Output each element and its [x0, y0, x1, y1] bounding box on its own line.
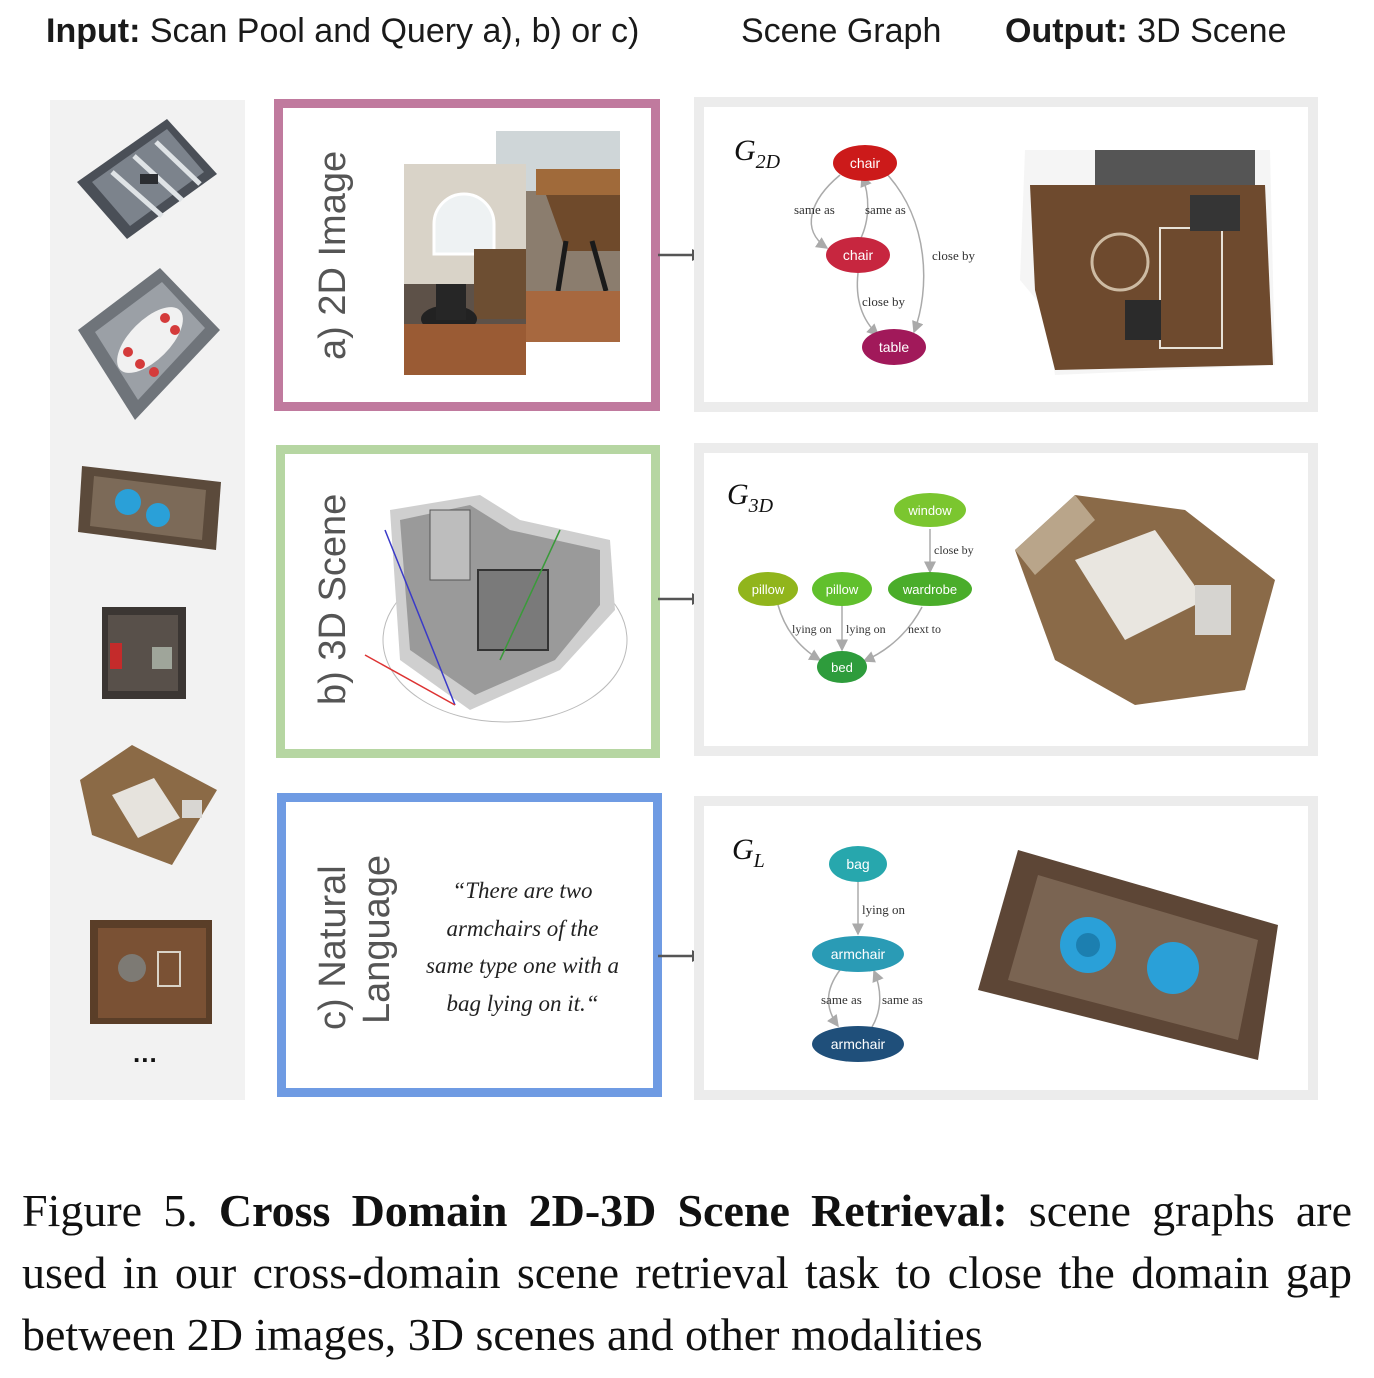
query-c-label-line2: Language — [356, 854, 398, 1024]
scan-pool-panel: ... — [50, 100, 245, 1100]
edge-label-same-as-1: same as — [794, 202, 835, 217]
node-bag — [829, 846, 887, 882]
graph-name-2d-letter: G — [734, 134, 756, 167]
node-table — [862, 329, 926, 365]
output-header-label: Output: — [1005, 12, 1128, 50]
node-pillow-2 — [812, 572, 872, 606]
node-wardrobe — [888, 572, 972, 606]
graph-name-3d-sub: 3D — [748, 495, 774, 517]
query-b-label: b) 3D Scene — [312, 493, 354, 705]
query-b-pointcloud — [364, 495, 628, 723]
query-c-quote: “There are two armchairs of the same typ… — [426, 878, 619, 1016]
graph-name-language-sub: L — [753, 850, 765, 872]
scene-graph-3d: window pillow pillow wardrobe bed close … — [738, 493, 974, 683]
node-bed — [817, 651, 867, 683]
scan-thumbnail-office — [77, 119, 217, 239]
caption-bold: Cross Domain 2D-3D Scene Retrieval: — [218, 1185, 1008, 1236]
edge-pillow1-bed — [777, 604, 822, 661]
figure-caption: Figure 5. Cross Domain 2D-3D Scene Retri… — [22, 1180, 1352, 1366]
edge-wardrobe-bed — [862, 606, 923, 663]
node-armchair-1 — [812, 936, 904, 972]
scan-pool-ellipsis: ... — [133, 1038, 158, 1068]
node-label-pillow-2: pillow — [826, 582, 859, 597]
node-chair-1 — [833, 145, 897, 181]
edge-label-close-by: close by — [934, 543, 974, 557]
output-scene-language — [978, 850, 1278, 1060]
edge-armchair1-armchair2 — [826, 969, 841, 1028]
edge-chair2-table — [856, 272, 880, 337]
query-c-box — [277, 793, 662, 1097]
edge-chair1-chair2 — [810, 174, 841, 249]
edge-label-same-as-1: same as — [821, 992, 862, 1007]
input-header-text: Scan Pool and Query a), b) or c) — [140, 12, 640, 50]
node-label-wardrobe: wardrobe — [902, 582, 957, 597]
scene-graph-language: bag armchair armchair lying on same as s… — [812, 846, 923, 1062]
edge-label-same-as-2: same as — [865, 202, 906, 217]
query-a-photo-front — [404, 164, 526, 375]
edge-label-lying-on: lying on — [862, 902, 905, 917]
node-label-window: window — [907, 503, 952, 518]
edge-armchair2-armchair1 — [871, 969, 884, 1028]
edge-chair2-chair1 — [859, 174, 872, 241]
scan-thumbnail-meeting-room — [78, 268, 220, 420]
input-header: Input: Scan Pool and Query a), b) or c) — [46, 12, 639, 51]
edge-label-close-by-2: close by — [862, 294, 905, 309]
node-label-chair-1: chair — [850, 155, 881, 171]
graph-name-language: GL — [732, 833, 765, 873]
node-label-table: table — [879, 339, 910, 355]
caption-prefix: Figure 5. — [22, 1185, 219, 1236]
input-header-label: Input: — [46, 12, 141, 50]
graph-name-3d-letter: G — [727, 478, 749, 511]
output-scene-2d — [1020, 150, 1275, 375]
edge-label-close-by-1: close by — [932, 248, 975, 263]
node-label-bag: bag — [846, 856, 869, 872]
caption-text: scene graphs are used in our cross-domai… — [22, 1185, 1352, 1360]
edge-label-lying-on-2: lying on — [846, 622, 886, 636]
query-a-label: a) 2D Image — [312, 150, 354, 360]
output-scene-3d — [1015, 495, 1275, 705]
output-header: Output: 3D Scene — [1005, 12, 1286, 51]
graph-name-2d-sub: 2D — [755, 151, 781, 173]
scan-thumbnail-armchair-room — [78, 466, 221, 550]
node-label-armchair-1: armchair — [831, 946, 886, 962]
node-window — [894, 493, 966, 527]
scan-thumbnail-dark-room — [102, 607, 186, 699]
edge-chair1-table — [884, 171, 925, 334]
node-pillow-1 — [738, 572, 798, 606]
node-chair-2 — [826, 237, 890, 273]
graph-name-3d: G3D — [727, 478, 773, 518]
scan-thumbnail-wood-room — [90, 920, 212, 1024]
node-label-bed: bed — [831, 660, 853, 675]
edge-label-next-to: next to — [908, 622, 941, 636]
output-header-text: 3D Scene — [1127, 12, 1287, 50]
node-label-pillow-1: pillow — [752, 582, 785, 597]
node-label-armchair-2: armchair — [831, 1036, 886, 1052]
node-label-chair-2: chair — [843, 247, 874, 263]
graph-name-language-letter: G — [732, 833, 754, 866]
scene-graph-header: Scene Graph — [741, 12, 942, 50]
edge-label-same-as-2: same as — [882, 992, 923, 1007]
node-armchair-2 — [812, 1026, 904, 1062]
edge-label-lying-on-1: lying on — [792, 622, 832, 636]
query-c-label-line1: c) Natural — [312, 865, 354, 1030]
scene-graph-2d: chair chair table same as same as close … — [794, 145, 975, 365]
graph-name-2d: G2D — [734, 134, 780, 174]
scan-thumbnail-bedroom — [80, 745, 217, 865]
